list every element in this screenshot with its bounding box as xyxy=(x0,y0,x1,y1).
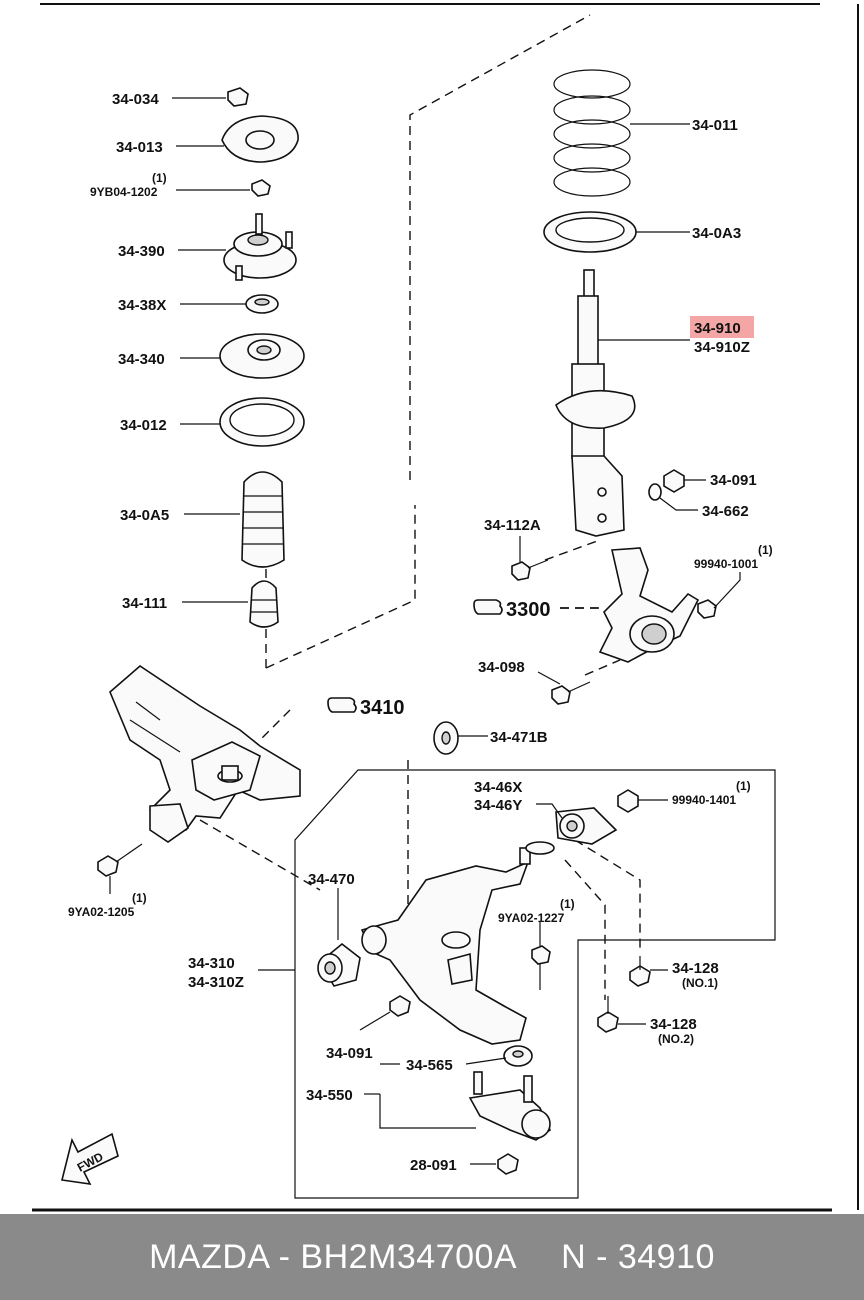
label-34-012: 34-012 xyxy=(120,417,167,434)
assembly-line xyxy=(574,839,641,950)
footer-bar: MAZDA - BH2M34700A N - 34910 xyxy=(0,1214,864,1300)
label-34-910z: 34-910Z xyxy=(694,339,750,356)
assembly-line xyxy=(544,539,601,561)
bolt-9ya02-1205 xyxy=(97,843,143,894)
label-99940-1001-qty: (1) xyxy=(758,543,773,557)
nut-9yb04-1202 xyxy=(176,179,271,197)
coil-spring-34-011 xyxy=(553,69,690,197)
label-34-0a3: 34-0A3 xyxy=(692,225,741,242)
footer-reference: N - 34910 xyxy=(561,1237,715,1276)
pointer-hand-icon xyxy=(473,599,503,615)
label-9ya02-1227: 9YA02-1227 xyxy=(498,911,565,925)
boot-34-0a5 xyxy=(184,471,285,568)
assembly-line xyxy=(409,14,591,480)
label-34-0a5: 34-0A5 xyxy=(120,507,169,524)
label-34-310z: 34-310Z xyxy=(188,974,244,991)
assembly-line xyxy=(564,859,606,1000)
assembly-line xyxy=(584,659,621,676)
label-34-011: 34-011 xyxy=(692,117,738,134)
washer-34-471b xyxy=(433,721,488,755)
footer-part-number: MAZDA - BH2M34700A xyxy=(149,1237,518,1276)
seat-34-340 xyxy=(180,333,305,379)
label-34-128-no1-note: (NO.1) xyxy=(682,976,718,990)
nut-99940-1001 xyxy=(697,572,741,619)
nut-99940-1401 xyxy=(617,789,668,813)
bolt-34-098 xyxy=(537,671,591,705)
label-9yb04-1202-qty: (1) xyxy=(152,171,167,185)
bolt-34-128-no2 xyxy=(597,996,646,1033)
lower-arm-34-310 xyxy=(360,841,555,1045)
label-28-091: 28-091 xyxy=(410,1157,457,1174)
label-3410: 3410 xyxy=(360,697,405,719)
label-34-128-no1: 34-128 xyxy=(672,960,719,977)
insulator-34-012 xyxy=(180,397,305,447)
label-34-470: 34-470 xyxy=(308,871,355,888)
pointer-hand-icon xyxy=(327,697,357,713)
bumper-34-111 xyxy=(182,580,279,628)
assembly-line xyxy=(265,505,416,669)
label-34-310: 34-310 xyxy=(188,955,235,972)
label-34-111: 34-111 xyxy=(122,595,167,612)
bushing-34-46x xyxy=(536,803,618,845)
balljoint-34-550 xyxy=(379,1045,552,1141)
label-34-112a: 34-112A xyxy=(484,517,541,534)
label-34-46x: 34-46X xyxy=(474,779,522,796)
washer-34-662 xyxy=(648,483,698,511)
plate-34-013 xyxy=(176,115,299,163)
knuckle-3300 xyxy=(598,547,700,663)
mount-34-390 xyxy=(178,213,297,281)
bolt-9ya02-1227 xyxy=(531,922,551,990)
nut-34-034 xyxy=(172,87,249,107)
label-34-091-lower: 34-091 xyxy=(326,1045,373,1062)
label-34-128-no2: 34-128 xyxy=(650,1016,697,1033)
bolt-34-128-no1 xyxy=(629,956,668,987)
nut-28-091 xyxy=(470,1153,519,1175)
label-34-340: 34-340 xyxy=(118,351,165,368)
nut-34-091 xyxy=(663,469,706,493)
label-34-46y: 34-46Y xyxy=(474,797,522,814)
label-34-910: 34-910 xyxy=(694,320,741,337)
assembly-line xyxy=(199,819,321,891)
label-34-38x: 34-38X xyxy=(118,297,166,314)
nut-34-091-lower xyxy=(359,995,411,1031)
subframe-3410 xyxy=(109,664,301,843)
label-99940-1001: 99940-1001 xyxy=(694,557,758,571)
lower-arm-group-box xyxy=(294,769,776,1199)
exploded-parts-diagram: 34-034 34-013 (1) 9YB04-1202 34-390 34-3… xyxy=(32,3,859,1212)
bearing-34-38x xyxy=(180,294,279,314)
label-9ya02-1227-qty: (1) xyxy=(560,897,575,911)
label-34-091: 34-091 xyxy=(710,472,757,489)
label-34-471b: 34-471B xyxy=(490,729,548,746)
label-34-034: 34-034 xyxy=(112,91,159,108)
bolt-34-112a xyxy=(511,536,549,581)
highlight-34-910 xyxy=(690,316,754,338)
label-9ya02-1205: 9YA02-1205 xyxy=(68,905,135,919)
spring-seat-34-0a3 xyxy=(543,211,690,253)
bushing-34-470 xyxy=(317,888,361,987)
fwd-arrow-icon xyxy=(61,1132,119,1186)
label-34-128-no2-note: (NO.2) xyxy=(658,1032,694,1046)
label-34-013: 34-013 xyxy=(116,139,163,156)
label-34-098: 34-098 xyxy=(478,659,525,676)
label-34-662: 34-662 xyxy=(702,503,749,520)
strut-34-910 xyxy=(555,269,690,537)
label-34-390: 34-390 xyxy=(118,243,165,260)
label-99940-1401: 99940-1401 xyxy=(672,793,736,807)
label-34-550: 34-550 xyxy=(306,1087,353,1104)
label-99940-1401-qty: (1) xyxy=(736,779,751,793)
label-9ya02-1205-qty: (1) xyxy=(132,891,147,905)
assembly-line xyxy=(259,709,291,741)
label-34-565: 34-565 xyxy=(406,1057,453,1074)
label-3300: 3300 xyxy=(506,599,551,621)
label-9yb04-1202: 9YB04-1202 xyxy=(90,185,158,199)
